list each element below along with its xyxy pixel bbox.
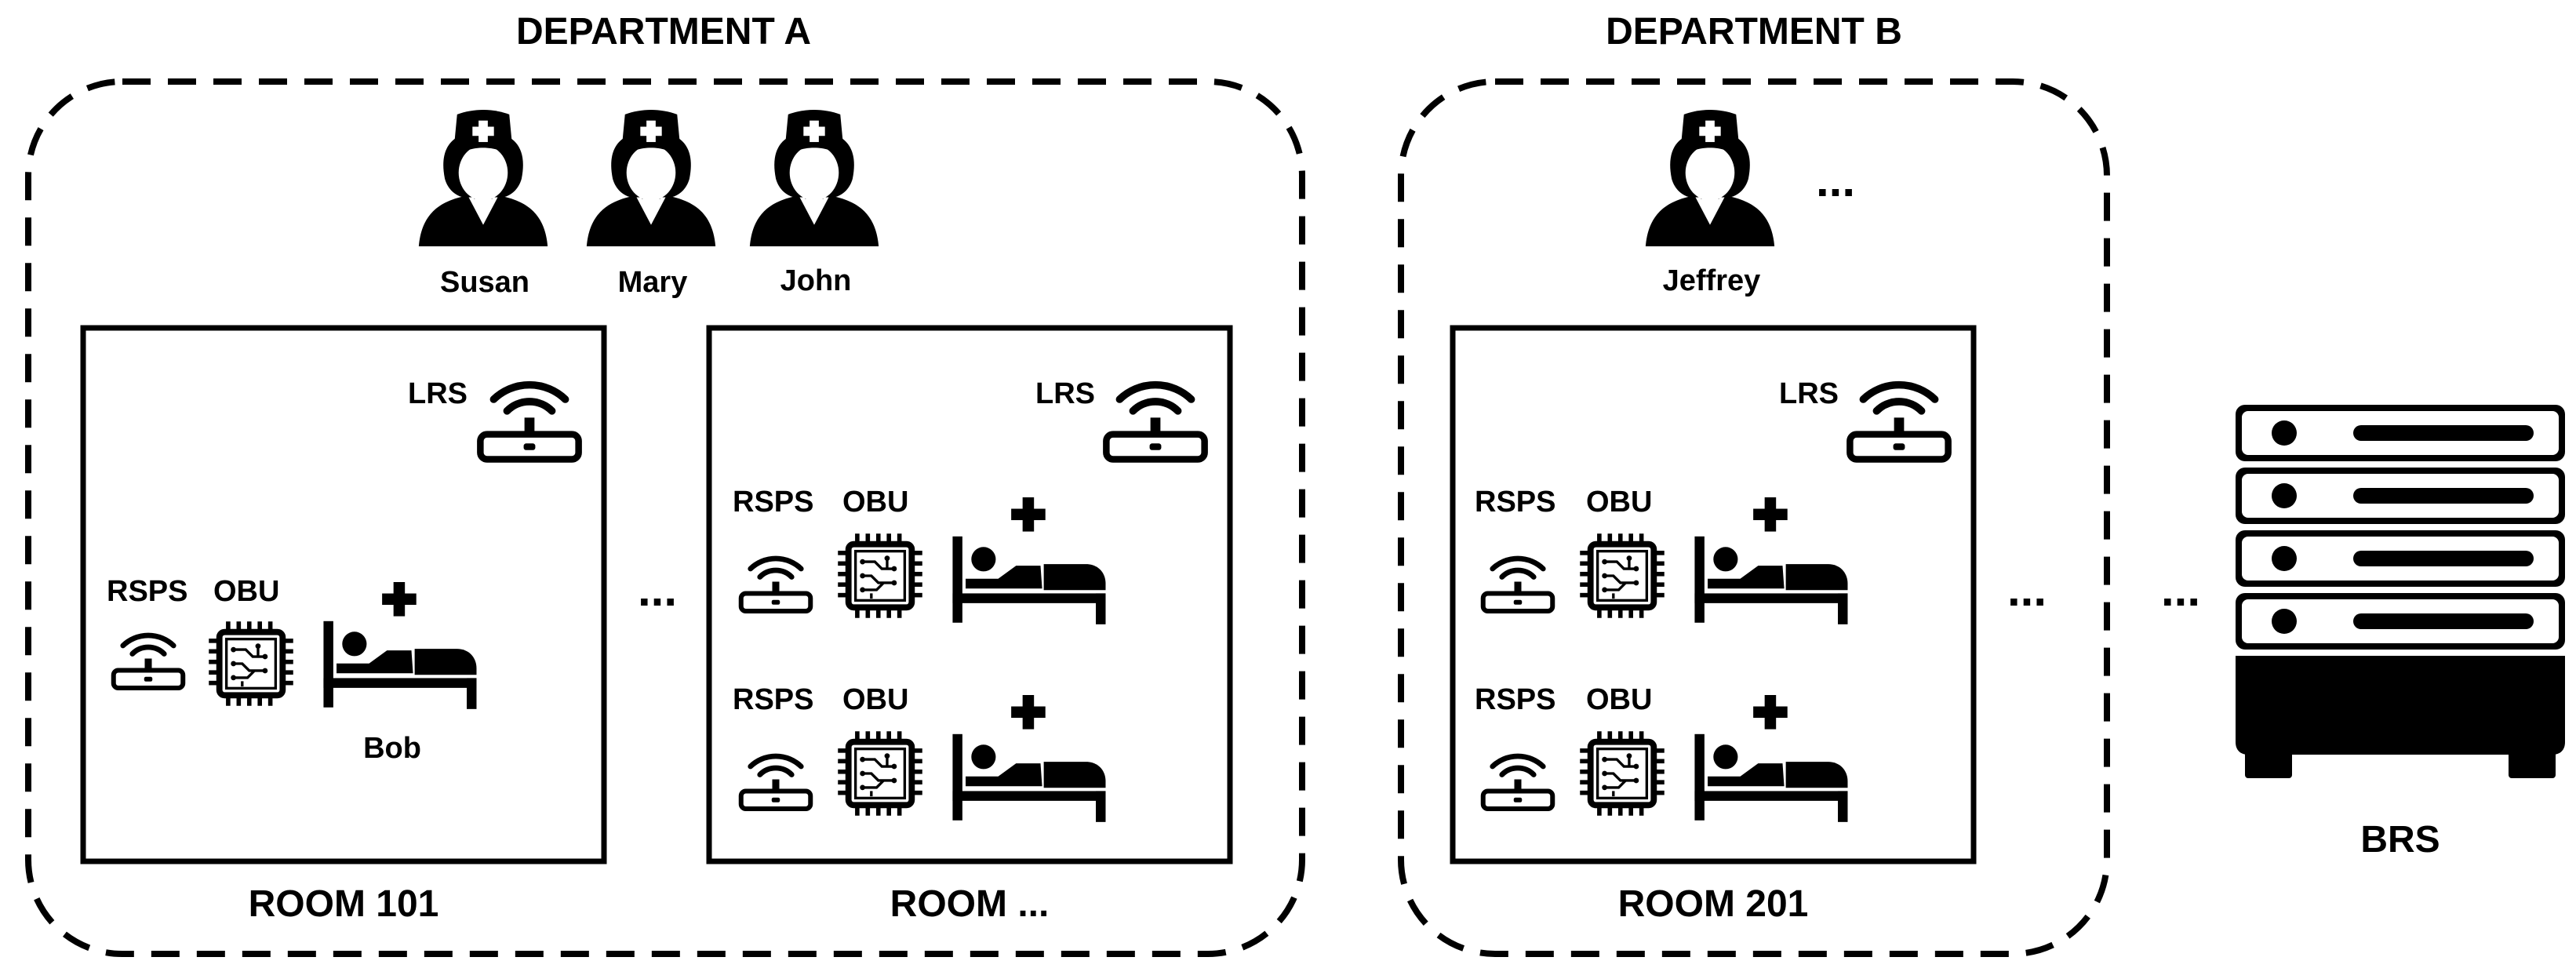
department-a-title: DEPARTMENT A xyxy=(516,11,811,53)
rooms-ellipsis: ... xyxy=(2007,563,2047,616)
nurse-name: Mary xyxy=(618,266,688,299)
rooms-ellipsis: ... xyxy=(638,563,677,616)
rsps-label: RSPS xyxy=(1475,486,1555,519)
lrs-label: LRS xyxy=(1035,377,1095,410)
rsps-router-icon xyxy=(741,756,811,809)
rsps-router-icon xyxy=(1483,559,1553,611)
nurse-icon xyxy=(586,110,716,247)
rsps-label: RSPS xyxy=(1475,683,1555,716)
nurse-name: John xyxy=(780,264,852,297)
room-201: ROOM 201 LRS RSPS OBU RSPS OBU xyxy=(1450,325,1977,925)
room-more-box xyxy=(706,325,1233,864)
rsps-label: RSPS xyxy=(733,683,813,716)
lrs-label: LRS xyxy=(1779,377,1839,410)
nurse-mary: Mary xyxy=(586,110,716,299)
nurse-name: Susan xyxy=(440,266,529,299)
server-rack-icon xyxy=(2236,405,2565,778)
obu-chip-icon xyxy=(1580,533,1665,618)
room-label: ROOM 201 xyxy=(1618,883,1809,925)
brs-server: BRS xyxy=(2236,405,2565,861)
departments-ellipsis: ... xyxy=(2161,563,2200,616)
rsps-router-icon xyxy=(114,635,184,688)
department-b-boundary xyxy=(1398,78,2110,957)
obu-chip-icon xyxy=(838,533,922,618)
patient-bed-icon xyxy=(952,695,1106,822)
nurse-name: Jeffrey xyxy=(1663,264,1761,297)
room-label: ROOM 101 xyxy=(249,883,439,925)
server-label: BRS xyxy=(2360,819,2440,861)
obu-label: OBU xyxy=(842,486,908,519)
room-101-box xyxy=(80,325,607,864)
department-b: DEPARTMENT B Jeffrey ... ROOM 201 LRS RS… xyxy=(1398,11,2110,957)
obu-chip-icon xyxy=(838,731,922,816)
patient-name: Bob xyxy=(363,732,421,765)
department-b-title: DEPARTMENT B xyxy=(1606,11,1902,53)
nurse-susan: Susan xyxy=(418,110,548,299)
department-a: DEPARTMENT A Susan Mary John ROOM 101 LR… xyxy=(25,11,1305,957)
obu-label: OBU xyxy=(1586,683,1652,716)
room-label: ROOM ... xyxy=(890,883,1050,925)
nurse-icon xyxy=(1645,110,1775,247)
patient-bed-icon xyxy=(1694,497,1848,624)
room-more: ROOM ... LRS RSPS OBU RSPS OBU xyxy=(706,325,1233,925)
room-101: ROOM 101 LRS RSPS OBU Bob xyxy=(80,325,607,925)
obu-label: OBU xyxy=(842,683,908,716)
obu-label: OBU xyxy=(1586,486,1652,519)
nurse-icon xyxy=(749,110,879,247)
patient-bed-icon xyxy=(952,497,1106,624)
obu-chip-icon xyxy=(209,621,293,706)
rsps-router-icon xyxy=(741,559,811,611)
rsps-label: RSPS xyxy=(733,486,813,519)
lrs-router-icon xyxy=(1850,385,1948,460)
nurses-ellipsis: ... xyxy=(1816,154,1855,206)
patient-bed-icon xyxy=(323,582,477,709)
obu-chip-icon xyxy=(1580,731,1665,816)
lrs-label: LRS xyxy=(408,377,468,410)
nurse-icon xyxy=(418,110,548,247)
rsps-router-icon xyxy=(1483,756,1553,809)
room-201-box xyxy=(1450,325,1977,864)
nurse-john: John xyxy=(749,110,879,297)
lrs-router-icon xyxy=(1106,385,1204,460)
department-a-boundary xyxy=(25,78,1305,957)
patient-bed-icon xyxy=(1694,695,1848,822)
lrs-router-icon xyxy=(480,385,578,460)
obu-label: OBU xyxy=(213,575,279,608)
rsps-label: RSPS xyxy=(107,575,187,608)
nurse-jeffrey: Jeffrey xyxy=(1645,110,1775,297)
